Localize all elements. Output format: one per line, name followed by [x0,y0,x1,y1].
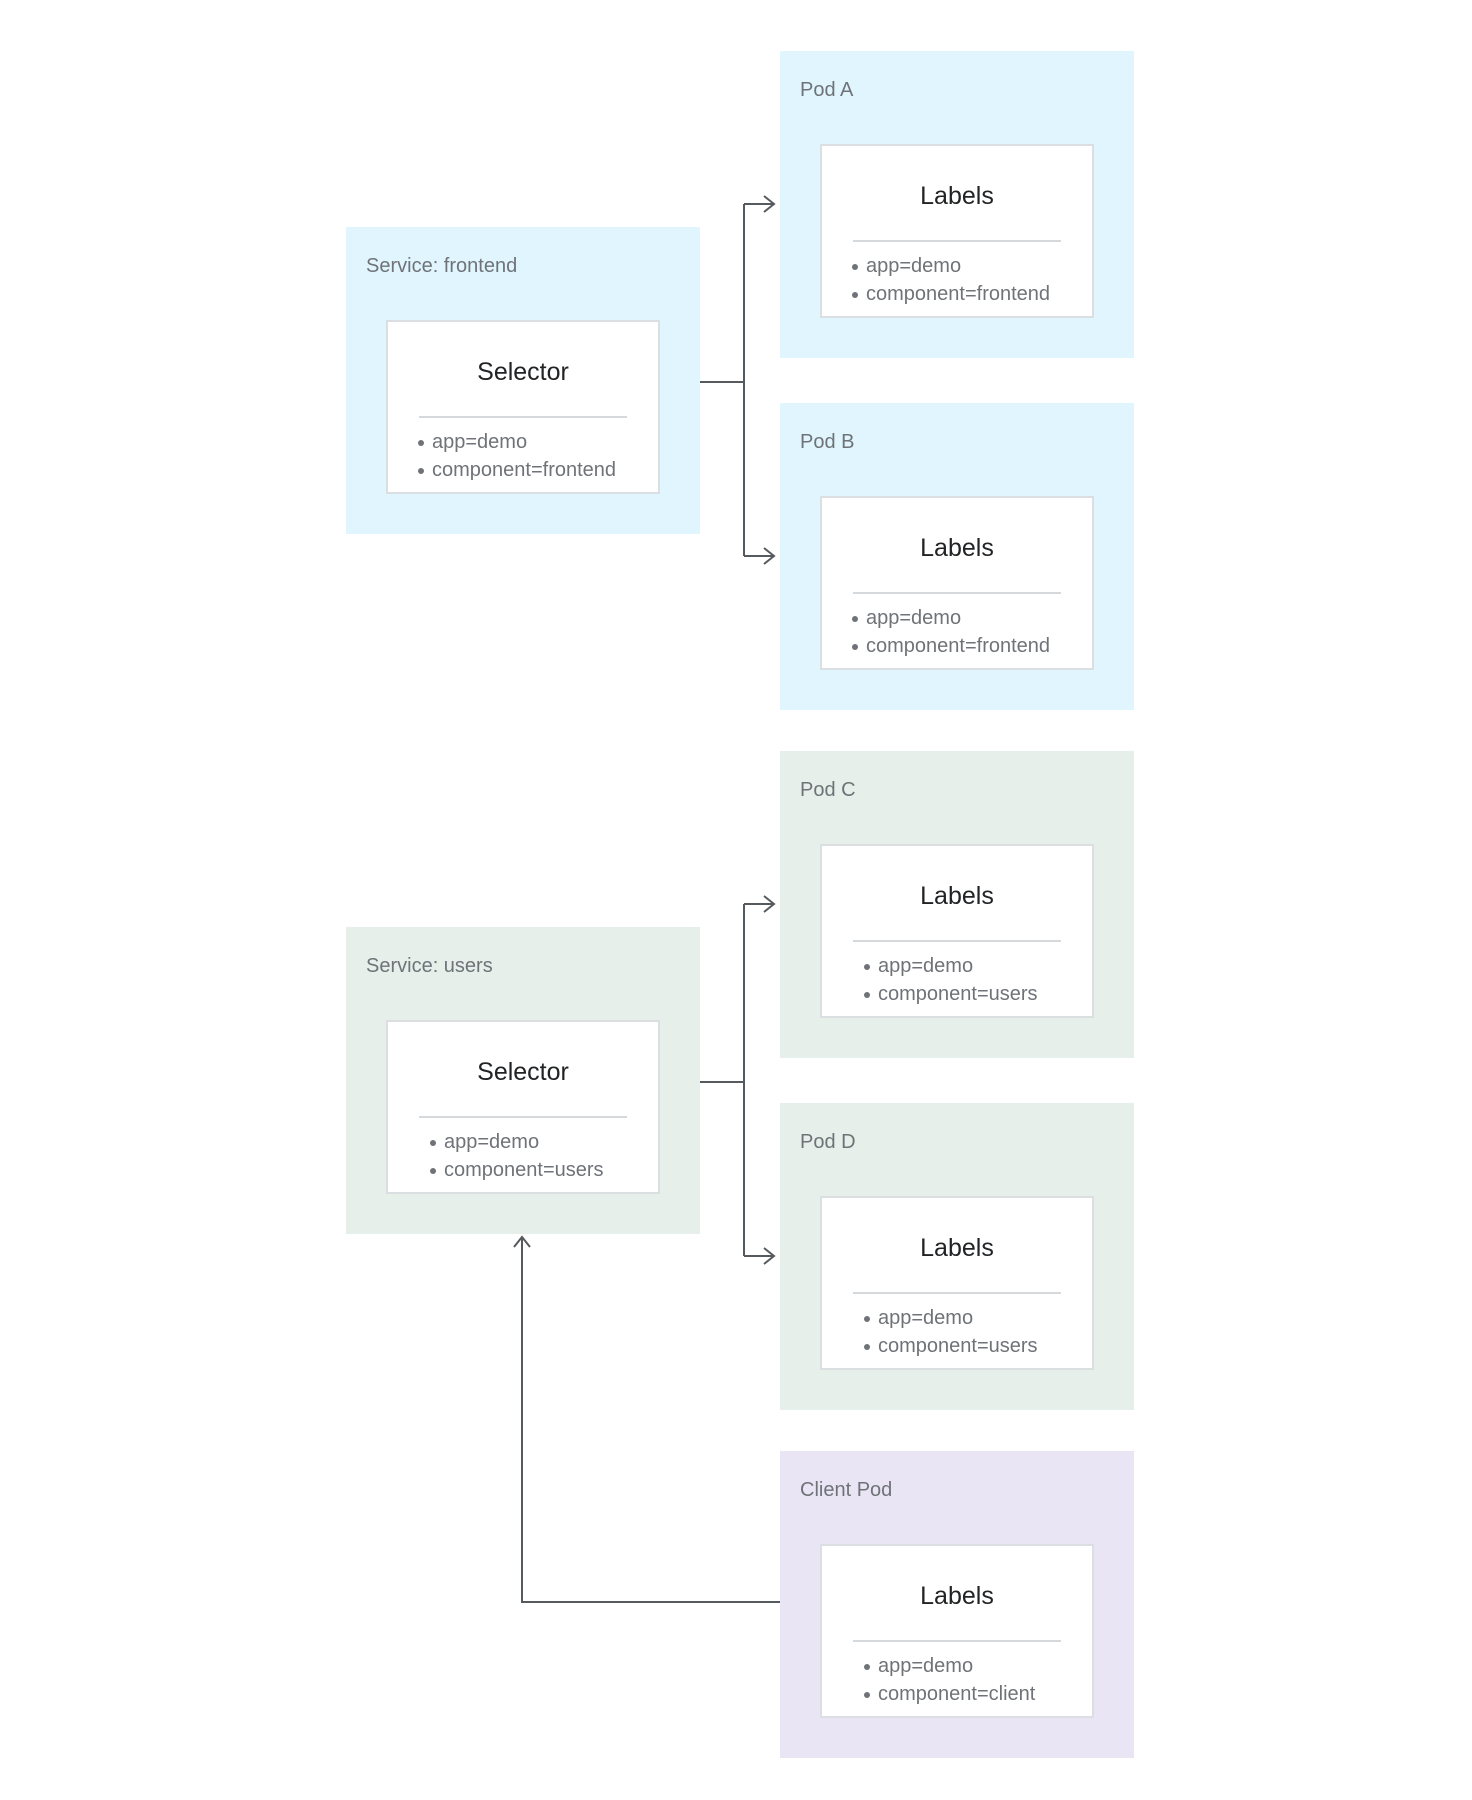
label-item: component=frontend [851,632,1050,660]
labels-title: Labels [920,1234,994,1262]
divider [853,1640,1061,1642]
label-item: app=demo [851,604,1050,632]
pod-c-label: Pod C [800,779,856,801]
label-item: app=demo [863,1652,1035,1680]
client-pod-label: Client Pod [800,1479,893,1501]
divider [853,940,1061,942]
selector-list: app=demo component=frontend [417,428,616,484]
connector-client-to-users [521,1237,780,1603]
label-item: component=client [863,1680,1035,1708]
selector-item: component=frontend [417,456,616,484]
pod-c: Pod C Labels app=demo component=users [780,751,1134,1058]
divider [853,592,1061,594]
divider [853,1292,1061,1294]
labels-title: Labels [920,534,994,562]
arrowhead-pod-c [763,895,776,913]
labels-title: Labels [920,182,994,210]
selector-card: Selector app=demo component=users [386,1020,660,1194]
labels-card: Labels app=demo component=frontend [820,496,1094,670]
service-frontend-label: Service: frontend [366,255,518,277]
arrowhead-pod-d [763,1247,776,1265]
selector-item: app=demo [430,1128,604,1156]
selector-card: Selector app=demo component=frontend [386,320,660,494]
labels-card: Labels app=demo component=client [820,1544,1094,1718]
labels-card: Labels app=demo component=users [820,844,1094,1018]
pod-d: Pod D Labels app=demo component=users [780,1103,1134,1410]
selector-item: component=users [430,1156,604,1184]
labels-card: Labels app=demo component=frontend [820,144,1094,318]
labels-list: app=demo component=frontend [851,252,1050,308]
pod-a-label: Pod A [800,79,854,101]
label-item: app=demo [851,252,1050,280]
labels-list: app=demo component=users [864,1304,1038,1360]
arrowhead-users-service [513,1235,531,1248]
label-item: component=frontend [851,280,1050,308]
selector-item: app=demo [417,428,616,456]
labels-list: app=demo component=frontend [851,604,1050,660]
service-users-label: Service: users [366,955,493,977]
service-users: Service: users Selector app=demo compone… [346,927,700,1234]
label-item: component=users [864,980,1038,1008]
divider [419,1116,627,1118]
label-item: component=users [864,1332,1038,1360]
arrowhead-pod-a [763,195,776,213]
selector-title: Selector [477,358,569,386]
divider [419,416,627,418]
pod-b: Pod B Labels app=demo component=frontend [780,403,1134,710]
arrowhead-pod-b [763,547,776,565]
selector-list: app=demo component=users [430,1128,604,1184]
pod-b-label: Pod B [800,431,855,453]
label-item: app=demo [864,952,1038,980]
label-item: app=demo [864,1304,1038,1332]
labels-list: app=demo component=client [863,1652,1035,1708]
labels-title: Labels [920,1582,994,1610]
divider [853,240,1061,242]
service-frontend: Service: frontend Selector app=demo comp… [346,227,700,534]
labels-card: Labels app=demo component=users [820,1196,1094,1370]
selector-title: Selector [477,1058,569,1086]
pod-a: Pod A Labels app=demo component=frontend [780,51,1134,358]
client-pod: Client Pod Labels app=demo component=cli… [780,1451,1134,1758]
labels-list: app=demo component=users [864,952,1038,1008]
labels-title: Labels [920,882,994,910]
pod-d-label: Pod D [800,1131,856,1153]
